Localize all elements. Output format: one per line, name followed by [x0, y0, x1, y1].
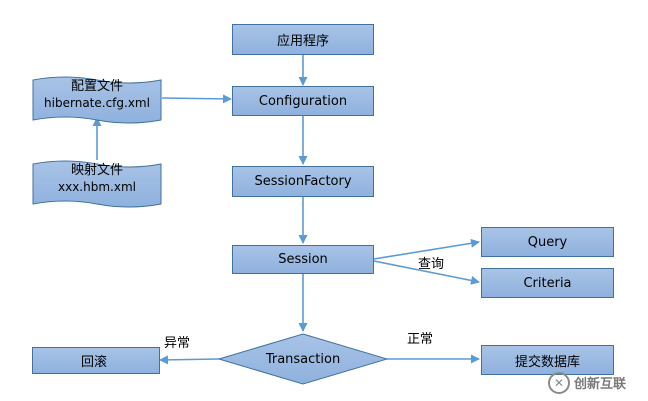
node-query: Query [481, 227, 614, 257]
watermark: ✕ 创新互联 [548, 364, 648, 401]
label-query-branch: 查询 [418, 257, 445, 272]
mapping-file-name: xxx.hbm.xml [58, 180, 136, 194]
config-file-title: 配置文件 [70, 79, 123, 94]
arrow-configfile-to-configuration [161, 94, 232, 104]
arrow-session-to-criteria [373, 260, 480, 285]
watermark-logo-icon: ✕ [548, 371, 570, 394]
config-file-name: hibernate.cfg.xml [44, 96, 150, 110]
label-exception: 异常 [164, 336, 191, 351]
node-app: 应用程序 [232, 24, 374, 55]
mapping-file-title: 映射文件 [70, 163, 123, 178]
node-configuration: Configuration [232, 86, 374, 116]
config-file-doc: 配置文件 hibernate.cfg.xml [32, 74, 162, 126]
node-session: Session [232, 245, 374, 274]
label-normal: 正常 [407, 332, 434, 347]
node-rollback: 回滚 [32, 347, 160, 374]
node-criteria: Criteria [481, 268, 614, 298]
node-transaction: Transaction [218, 333, 388, 385]
node-commit: 提交数据库 [481, 345, 614, 375]
arrow-session-to-query [373, 238, 480, 260]
mapping-file-doc: 映射文件 xxx.hbm.xml [32, 158, 162, 210]
watermark-text: 创新互联 [574, 377, 627, 392]
node-session-factory: SessionFactory [232, 166, 374, 197]
arrow-transaction-to-rollback [159, 355, 220, 365]
transaction-label: Transaction [265, 351, 341, 367]
